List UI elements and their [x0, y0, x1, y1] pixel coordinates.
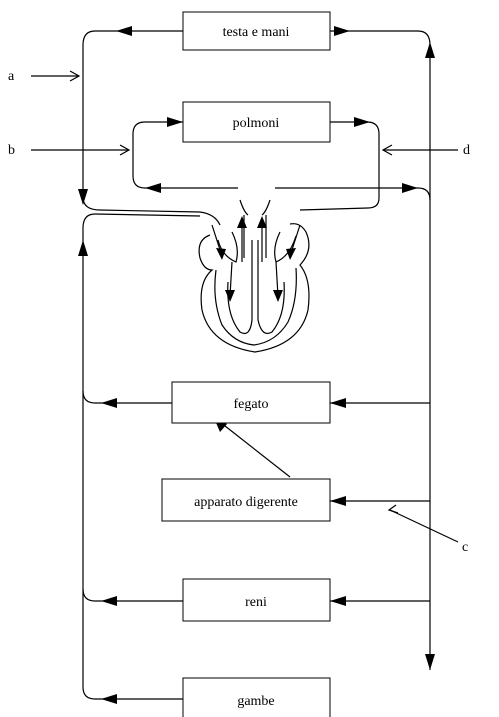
liver-to-vein [83, 391, 172, 403]
box-lungs-label: polmoni [233, 116, 280, 131]
box-lungs: polmoni [183, 102, 330, 142]
vena-cava-superior [83, 197, 220, 225]
vena-cava-inferior [83, 214, 200, 228]
pointer-a: a [8, 69, 79, 84]
digestive-to-liver [220, 422, 290, 477]
pointer-c-label: c [462, 540, 468, 555]
pointer-d: d [383, 143, 470, 158]
pointer-d-label: d [463, 143, 470, 158]
box-legs: gambe [183, 678, 330, 717]
aorta-arch [418, 188, 430, 200]
box-liver-label: fegato [234, 397, 269, 412]
pointer-a-label: a [8, 69, 15, 84]
box-digestive: apparato digerente [162, 479, 330, 521]
kidneys-to-vein [83, 589, 183, 601]
pointer-b-label: b [8, 143, 15, 158]
left-vein-lower [83, 228, 183, 699]
box-kidneys: reni [183, 579, 330, 621]
box-liver: fegato [172, 382, 330, 423]
pointer-b: b [8, 143, 129, 158]
box-legs-label: gambe [237, 694, 274, 709]
heart-drawing [199, 200, 309, 352]
box-head-hands: testa e mani [183, 12, 330, 50]
pointer-c: c [389, 505, 468, 555]
box-kidneys-label: reni [245, 595, 267, 610]
right-artery-trunk [330, 31, 430, 670]
box-head-hands-label: testa e mani [223, 25, 290, 40]
box-digestive-label: apparato digerente [194, 495, 298, 510]
